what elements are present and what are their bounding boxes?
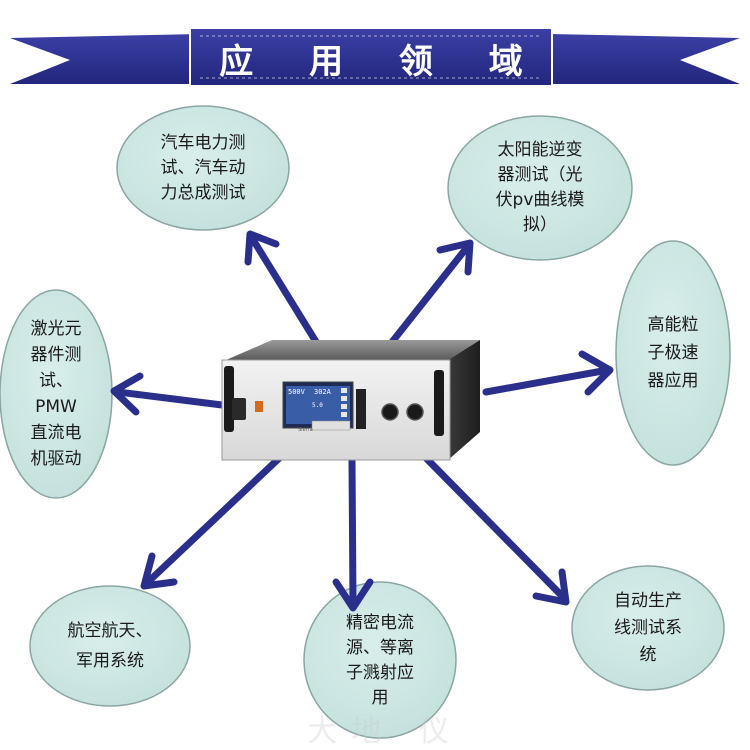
label-particle-accelerator: 高能粒 子极速 器应用 [647,315,699,391]
lcd-screen [286,386,350,424]
watermark: 大地 仪 [307,714,463,749]
banner-left-tail [10,34,200,84]
device-logo-text: Sierra [298,427,313,433]
power-supply-device [221,340,480,461]
device-top [226,340,480,360]
arrows [110,230,614,612]
label-aerospace: 航空航天、 军用系统 [67,621,153,671]
arrow-to-automotive [244,230,322,349]
bubble-particle-accelerator [615,240,731,466]
power-switch [232,398,246,420]
arrow-to-precision-current [332,456,374,612]
label-laser: 激光元 器件测 试、 PMW 直流电 机驱动 [30,319,82,469]
left-handle [224,366,234,432]
right-handle [434,370,444,436]
lcd-readout-left: 500V [288,388,305,396]
banner-center [189,27,553,87]
arrow-to-aerospace [140,444,294,590]
device-side [448,340,480,460]
bubble-aerospace [29,585,191,707]
logo-mark [255,401,263,412]
arrow-to-particle-accelerator [482,350,614,396]
bubbles [0,105,731,739]
banner-right-tail [550,34,740,84]
button-panel [356,389,366,429]
lcd-readout-sub: 5.0 [312,402,323,409]
bubble-automated-line [571,565,725,691]
page-title: 应 用 领 域 [219,41,545,82]
bubble-solar-inverter [447,115,633,261]
label-automated-line: 自动生产 线测试系 统 [614,590,682,665]
knob-voltage [381,403,399,421]
bubble-automotive [116,105,290,231]
arrow-to-solar-inverter [388,239,474,346]
bubble-precision-current [303,581,457,739]
label-plate [311,420,351,431]
label-solar-inverter: 太阳能逆变 器测试（光 伏pv曲线模 拟） [495,140,585,235]
lcd-readout-right: 302A [314,388,331,396]
label-automotive: 汽车电力测 试、汽车动 力总成测试 [160,132,246,203]
label-precision-current: 精密电流 源、等离 子溅射应 用 [346,613,414,708]
title-banner [10,27,740,87]
bubble-laser [0,289,113,499]
knob-current [406,403,424,421]
arrow-to-automated-line [420,452,570,606]
arrow-to-laser [110,372,226,416]
